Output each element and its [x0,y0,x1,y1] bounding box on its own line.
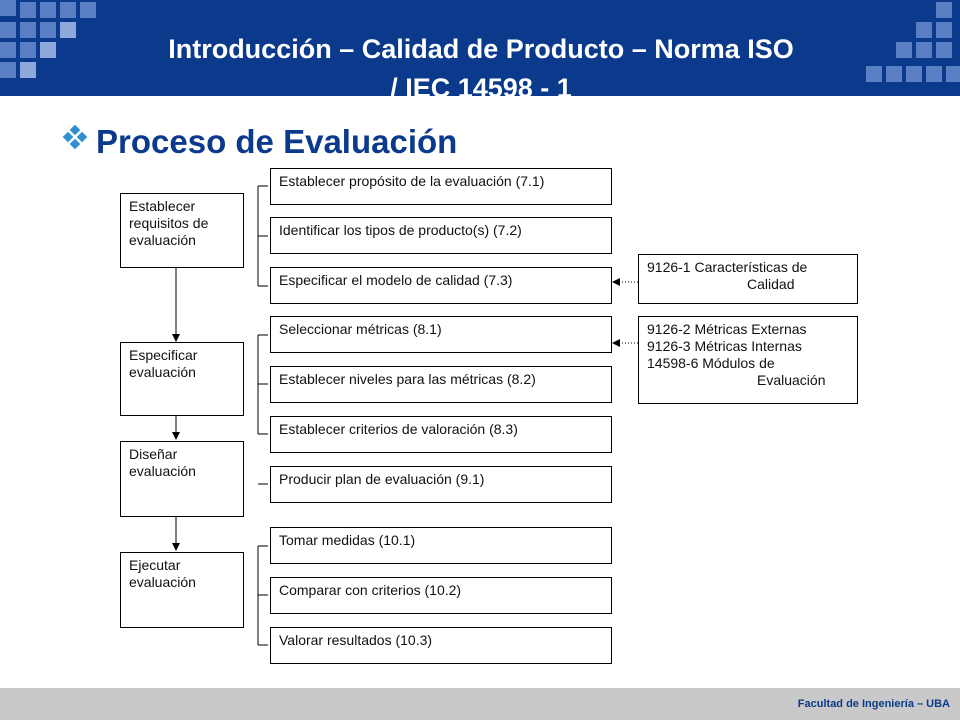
stage-line: requisitos de [129,215,209,231]
stage-box-establecer-requisitos: Establecer requisitos de evaluación [120,193,244,268]
reference-line: 9126-1 Características de [647,259,808,275]
stage-line: evaluación [129,463,196,479]
task-box-8-1: Seleccionar métricas (8.1) [270,316,612,353]
bracket-group-1 [257,185,268,287]
reference-line: 14598-6 Módulos de [647,355,775,371]
stage-box-especificar: Especificar evaluación [120,342,244,416]
stage-line: Ejecutar [129,557,181,573]
task-box-7-1: Establecer propósito de la evaluación (7… [270,168,612,205]
bracket-group-4 [257,545,268,646]
slide-title-line1: Introducción – Calidad de Producto – Nor… [168,34,794,64]
task-box-8-2: Establecer niveles para las métricas (8.… [270,366,612,403]
reference-line: Calidad [747,276,795,292]
diamond-bullet-icon [62,123,88,151]
slide-header: Introducción – Calidad de Producto – Nor… [0,0,960,103]
task-box-7-3: Especificar el modelo de calidad (7.3) [270,267,612,304]
task-box-8-3: Establecer criterios de valoración (8.3) [270,416,612,453]
task-box-10-3: Valorar resultados (10.3) [270,627,612,664]
task-box-10-2: Comparar con criterios (10.2) [270,577,612,614]
section-heading-text: Proceso de Evaluación [96,123,458,160]
slide-title: Introducción – Calidad de Producto – Nor… [96,30,866,108]
stage-line: Establecer [129,198,196,214]
stage-line: evaluación [129,232,196,248]
reference-line: 9126-3 Métricas Internas [647,338,802,354]
reference-line: 9126-2 Métricas Externas [647,321,807,337]
task-box-10-1: Tomar medidas (10.1) [270,527,612,564]
stage-line: Diseñar [129,446,178,462]
reference-line: Evaluación [757,372,826,388]
slide-title-line2: / IEC 14598 - 1 [390,73,572,103]
task-box-9-1: Producir plan de evaluación (9.1) [270,466,612,503]
footer-text: Facultad de Ingeniería – UBA [797,698,950,710]
bracket-group-2 [257,334,268,435]
stage-box-disenar: Diseñar evaluación [120,441,244,517]
stage-line: evaluación [129,574,196,590]
header-bar [0,0,960,96]
stage-box-ejecutar: Ejecutar evaluación [120,552,244,628]
slide-footer: Facultad de Ingeniería – UBA [0,688,960,720]
reference-box-9126-1: 9126-1 Características de Calidad [638,254,858,304]
stage-line: Especificar [129,347,198,363]
stage-line: evaluación [129,364,196,380]
task-box-7-2: Identificar los tipos de producto(s) (7.… [270,217,612,254]
reference-box-metricas: 9126-2 Métricas Externas 9126-3 Métricas… [638,316,858,404]
